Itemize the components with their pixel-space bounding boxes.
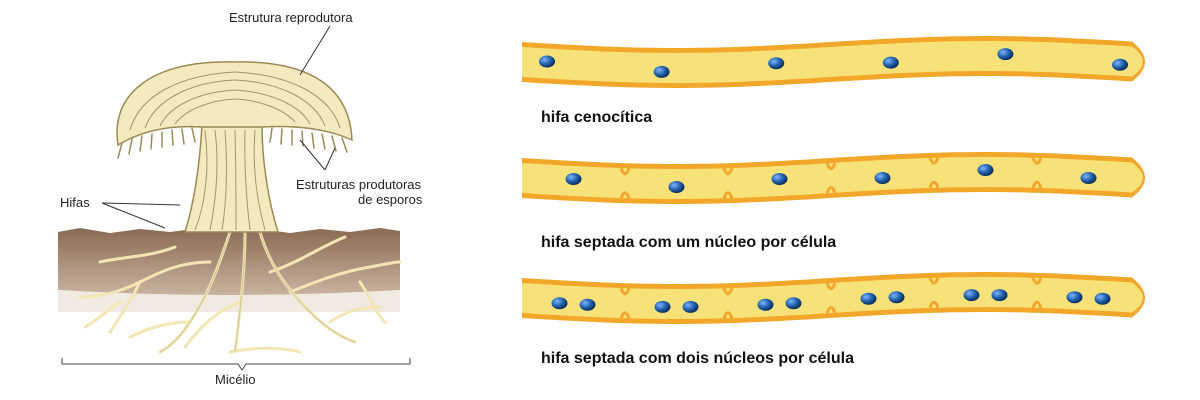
- nucleus: [1094, 292, 1111, 305]
- septum: [619, 167, 631, 199]
- septum: [722, 167, 734, 199]
- nucleus: [860, 292, 877, 305]
- hypha-cytoplasm: [522, 277, 1143, 319]
- pointer-spore-structures-1: [299, 139, 326, 171]
- pointer-hyphae-1: [101, 202, 166, 229]
- septum: [1031, 277, 1043, 309]
- septum: [928, 277, 940, 309]
- nucleus: [565, 173, 582, 185]
- nucleus: [668, 181, 685, 193]
- pointer-spore-structures-2: [324, 147, 336, 171]
- septum: [928, 157, 940, 189]
- nucleus: [768, 57, 785, 70]
- nucleus: [579, 298, 596, 311]
- pointer-lines: [101, 25, 336, 229]
- hypha-0: [522, 36, 1145, 88]
- nucleus: [991, 289, 1008, 302]
- nucleus: [785, 297, 802, 310]
- caption-coenocytic-hypha: hifa cenocítica: [541, 109, 653, 126]
- fungus-stalk: [183, 124, 280, 233]
- nucleus: [888, 291, 905, 304]
- label-spore-structures-2: de esporos: [358, 192, 423, 207]
- pointer-hyphae-2: [101, 202, 181, 206]
- nucleus: [682, 300, 699, 313]
- caption-septate-one-nucleus: hifa septada com um núcleo por célula: [541, 234, 837, 251]
- nucleus: [539, 55, 555, 68]
- nucleus: [771, 173, 788, 185]
- hyphae-types: [522, 36, 1145, 324]
- hypha-2: [522, 272, 1145, 324]
- septum: [825, 282, 837, 314]
- nucleus: [963, 289, 980, 302]
- label-spore-structures-1: Estruturas produtoras: [296, 177, 422, 192]
- septum: [1031, 157, 1043, 189]
- soil: [58, 228, 400, 312]
- nucleus: [874, 172, 891, 184]
- septum: [825, 162, 837, 194]
- hypha-cytoplasm: [522, 41, 1143, 83]
- pointer-reproductive-structure: [299, 25, 331, 76]
- mycelium-bracket: [61, 358, 411, 371]
- nucleus: [977, 164, 994, 176]
- septum: [722, 287, 734, 319]
- nucleus: [757, 298, 774, 311]
- nucleus: [882, 56, 899, 69]
- label-mycelium: Micélio: [215, 372, 256, 387]
- nucleus: [1080, 172, 1097, 184]
- mycelium-hyphae-outline: [159, 231, 356, 353]
- fungus-cap: [116, 61, 353, 159]
- nucleus: [1066, 291, 1083, 304]
- nucleus: [551, 297, 568, 310]
- nucleus: [1112, 58, 1128, 71]
- caption-septate-two-nuclei: hifa septada com dois núcleos por célula: [541, 350, 854, 367]
- label-hyphae: Hifas: [60, 195, 90, 210]
- nucleus: [653, 65, 670, 78]
- label-reproductive-structure: Estrutura reprodutora: [229, 10, 353, 25]
- septum: [619, 287, 631, 319]
- nucleus: [997, 48, 1014, 61]
- nucleus: [654, 300, 671, 313]
- hypha-1: [522, 152, 1145, 204]
